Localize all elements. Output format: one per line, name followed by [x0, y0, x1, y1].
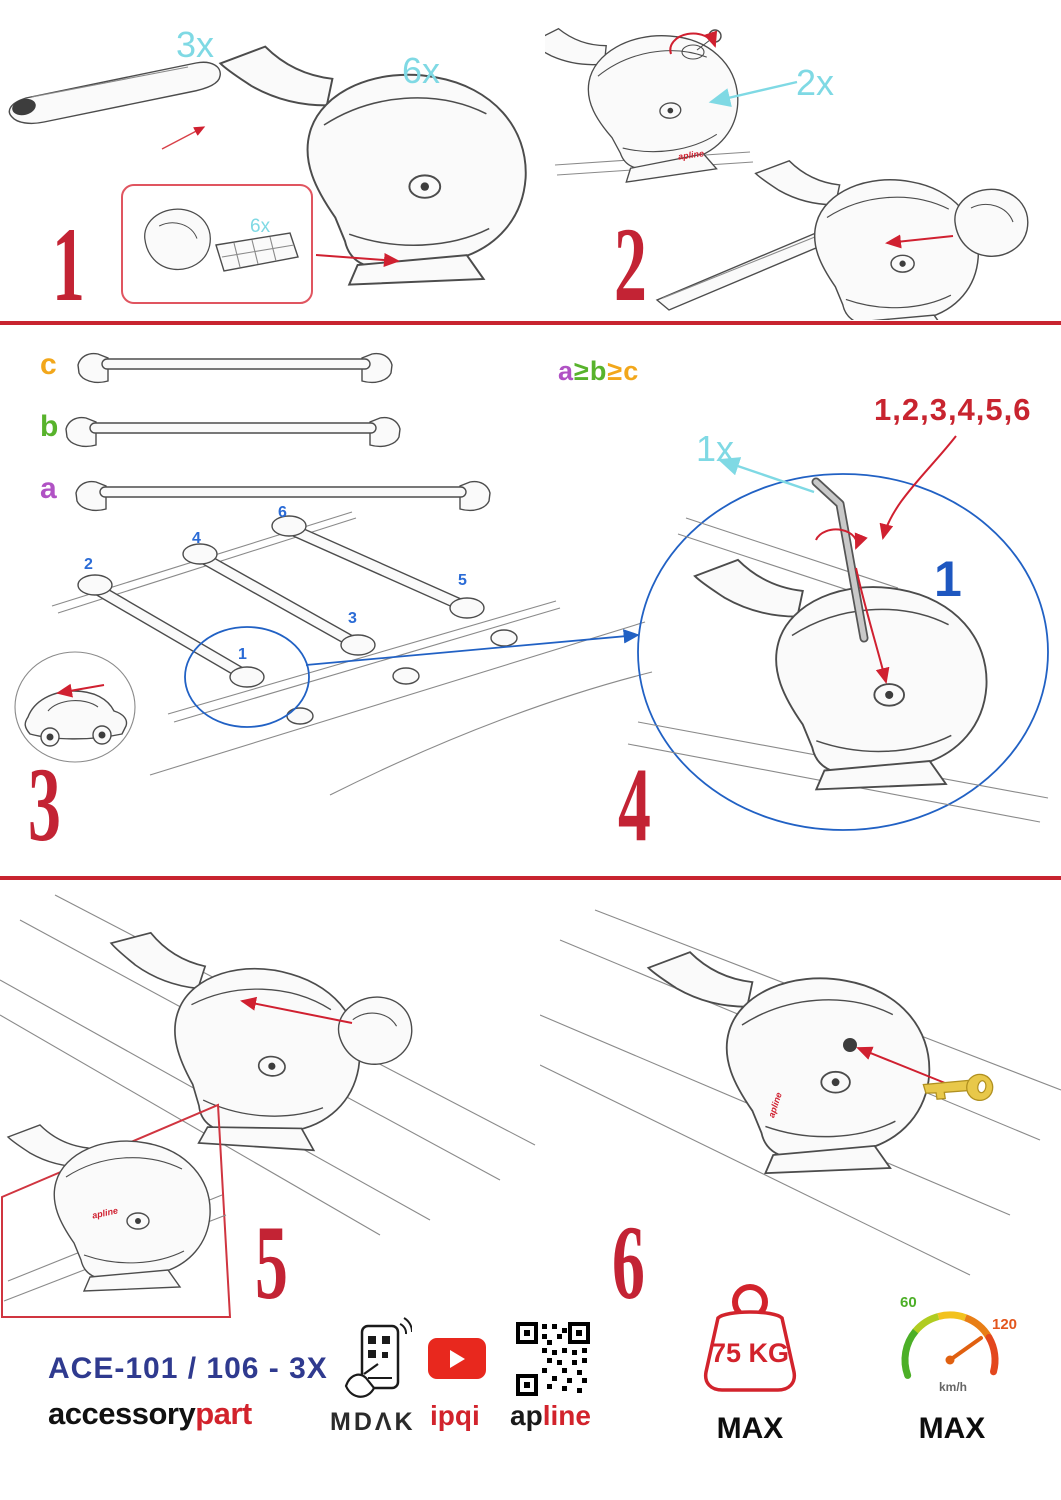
qty-label-foot: 6x	[402, 50, 441, 91]
brand-logo: accessorypart	[48, 1396, 252, 1432]
crossbar-profile	[8, 61, 221, 125]
position-4: 4	[192, 530, 201, 547]
crossbar-front	[87, 578, 251, 684]
scan-qr-phone-icon	[344, 1317, 412, 1398]
tower-foot-on-rail	[106, 927, 369, 1160]
max-weight-label: MAX	[716, 1412, 784, 1445]
lock-cylinder	[681, 44, 705, 60]
max-weight-icon	[703, 1284, 797, 1392]
ipqi-logo: ipqi	[430, 1400, 480, 1431]
qty-label-allen: 1x	[696, 428, 735, 469]
roof-perspective	[51, 511, 653, 796]
bar-label-b: b	[40, 410, 59, 443]
youtube-play-triangle	[449, 1349, 465, 1368]
bar-a-drawing	[75, 480, 491, 512]
ineq-b: b	[589, 356, 607, 386]
step-3-number: 3	[28, 746, 61, 863]
max-speed-icon	[901, 1311, 999, 1379]
brand-accessory: accessory	[48, 1396, 196, 1431]
step-5-number: 5	[255, 1204, 288, 1321]
apline-ap: ap	[510, 1400, 543, 1431]
step-2-number: 2	[614, 206, 647, 323]
bar-label-a: a	[40, 472, 57, 505]
pad-to-foot-arrow	[315, 252, 400, 267]
position-2: 2	[84, 556, 93, 573]
qty-label-pad: 6x	[250, 216, 271, 237]
rotate-key-arrow	[815, 528, 868, 550]
qr-code	[516, 1322, 590, 1396]
foot-top-view	[545, 23, 754, 186]
qty-label-key: 2x	[796, 62, 835, 103]
brand-part: part	[195, 1396, 252, 1431]
clamp-insert-arrow	[240, 996, 353, 1024]
ineq-gte-2: ≥	[607, 356, 623, 386]
max-speed-label: MAX	[918, 1412, 986, 1445]
bar-b-drawing	[65, 416, 401, 448]
bar-pointer-arrow	[161, 126, 206, 150]
apline-line: line	[542, 1400, 591, 1431]
section-divider-1	[0, 321, 1061, 325]
zoom-ellipse	[637, 473, 1049, 831]
youtube-icon	[428, 1338, 486, 1379]
detail-parallelogram	[1, 1103, 232, 1318]
speed-unit-label: km/h	[938, 1380, 967, 1394]
apline-logo: apline	[510, 1400, 591, 1432]
position-6: 6	[278, 504, 287, 521]
position-1: 1	[238, 646, 247, 663]
pad-zoom-box	[121, 184, 313, 304]
step-3-illustration	[14, 352, 653, 796]
turn-key-arrow	[669, 30, 718, 55]
keyhole	[843, 1038, 857, 1052]
speed-high-label: 120	[992, 1316, 1018, 1333]
size-inequality: a ≥ b ≥ c	[558, 356, 638, 387]
crossbar-rear	[281, 520, 471, 614]
ineq-c: c	[623, 356, 639, 386]
ineq-a: a	[558, 356, 574, 386]
position-3: 3	[348, 610, 357, 627]
bar-c-drawing	[77, 352, 393, 384]
mdak-logo: MDΛK	[330, 1408, 416, 1436]
tower-foot-lock	[647, 951, 931, 1175]
car-direction-arrow	[56, 683, 105, 698]
tighten-bolt-arrow	[855, 567, 890, 684]
ineq-gte-1: ≥	[574, 356, 589, 386]
rubber-pad	[215, 232, 299, 272]
step-4-number: 4	[618, 746, 651, 863]
end-cap	[954, 188, 1029, 257]
step-1-number: 1	[52, 206, 85, 323]
product-code: ACE-101 / 106 - 3X	[48, 1352, 328, 1385]
max-weight-value: 75 KG	[710, 1338, 790, 1368]
qty-key-arrow	[708, 80, 798, 108]
cap-insert-arrow	[885, 234, 954, 249]
step-6-illustration	[540, 909, 1061, 1276]
allen-key	[811, 477, 869, 643]
speed-low-label: 60	[900, 1294, 917, 1311]
crossbar-middle	[193, 547, 361, 652]
tighten-sequence: 1,2,3,4,5,6	[874, 392, 1032, 427]
sequence-first-number: 1	[934, 551, 962, 607]
step-6-number: 6	[612, 1204, 645, 1321]
step-5-illustration	[0, 894, 536, 1318]
qty-allen-arrow	[717, 457, 815, 494]
key-insert-arrow	[856, 1046, 946, 1084]
bar-endcap-assembly	[655, 160, 1029, 320]
step-4-illustration	[627, 435, 1049, 831]
qty-label-bar: 3x	[176, 24, 215, 65]
key-icon	[922, 1073, 994, 1102]
step-2-illustration	[545, 23, 1029, 320]
mini-car	[14, 651, 136, 763]
section-divider-2	[0, 876, 1061, 880]
position-1-circle	[184, 626, 310, 728]
zoom-link-arrow	[305, 629, 640, 666]
speedometer-needle	[948, 1336, 983, 1362]
sequence-arrow	[879, 435, 957, 540]
bar-label-c: c	[40, 348, 57, 381]
step-1-illustration	[8, 45, 527, 304]
position-5: 5	[458, 572, 467, 589]
